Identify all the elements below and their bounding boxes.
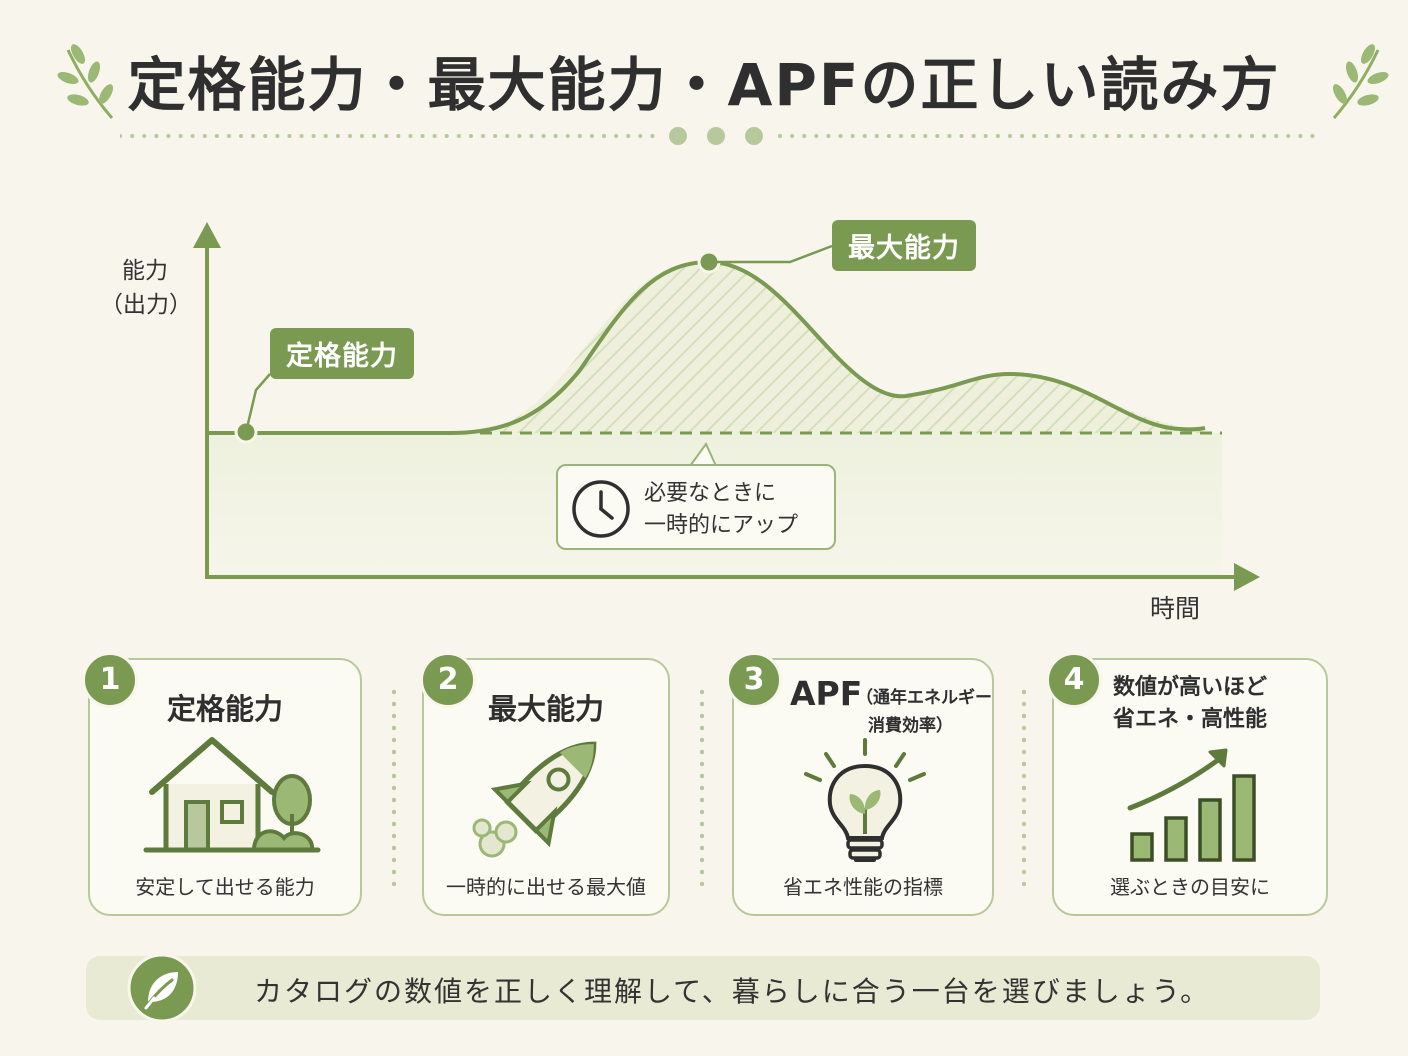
badge-2: 2 <box>420 652 476 708</box>
boost-area <box>480 262 1200 433</box>
apf-sub-line1: （通年エネルギー <box>856 688 992 708</box>
note-line1: 必要なときに <box>644 481 777 506</box>
clock-icon <box>572 480 630 538</box>
card-description: 選ぶときの目安に <box>1110 875 1270 899</box>
y-axis-arrow <box>193 222 221 248</box>
title-divider <box>120 127 1320 145</box>
card-title: 定格能力 <box>166 692 283 726</box>
card-title-apf: APF <box>790 674 863 713</box>
card-description: 一時的に出せる最大値 <box>446 875 646 899</box>
dotted-separator <box>392 686 396 886</box>
temporary-boost-note: 必要なときに 一時的にアップ <box>556 464 836 550</box>
card-description: 省エネ性能の指標 <box>783 875 943 899</box>
badge-1: 1 <box>82 652 138 708</box>
badge-3: 3 <box>726 652 782 708</box>
leaf-branch-left-icon <box>57 44 114 119</box>
footer-banner: カタログの数値を正しく理解して、暮らしに合う一台を選びましょう。 <box>86 953 1320 1023</box>
card-title: 最大能力 <box>487 692 604 726</box>
callout-max-capacity: 最大能力 <box>832 220 976 271</box>
badge-4: 4 <box>1046 652 1102 708</box>
card-max-capacity: 最大能力 一時的に出せる最大値 <box>422 658 670 916</box>
card-title: 数値が高いほど 省エネ・高性能 <box>1054 672 1326 736</box>
card-higher-better: 数値が高いほど 省エネ・高性能 選ぶときの目安に <box>1052 658 1328 916</box>
capacity-curve <box>207 259 1206 435</box>
dotted-separator <box>700 686 704 886</box>
footer-text: カタログの数値を正しく理解して、暮らしに合う一台を選びましょう。 <box>254 975 1211 1008</box>
rocket-icon <box>472 741 597 858</box>
card-rated-capacity: 定格能力 安定して出せる能力 <box>88 658 362 916</box>
page-title: 定格能力・最大能力・APFの正しい読み方 <box>127 51 1281 119</box>
lightbulb-icon <box>804 738 926 862</box>
y-axis-label: 能力 （出力） <box>100 254 192 322</box>
leaf-branch-right-icon <box>1332 44 1389 119</box>
card-description: 安定して出せる能力 <box>135 875 315 899</box>
leaf-icon <box>127 953 197 1023</box>
bar-chart-icon <box>1127 748 1256 862</box>
y-axis-label-line2: （出力） <box>100 292 192 318</box>
x-axis-label: 時間 <box>1149 594 1200 623</box>
dotted-separator <box>1022 686 1026 886</box>
apf-sub-line2: 消費効率） <box>868 716 953 736</box>
card-apf: APF （通年エネルギー 消費効率） 省エネ性能の指標 <box>732 658 994 916</box>
x-axis-arrow <box>1234 563 1260 591</box>
card4-title-line2: 省エネ・高性能 <box>1112 707 1267 732</box>
callout-rated-capacity: 定格能力 <box>270 328 414 379</box>
capacity-diagram <box>193 222 1260 591</box>
note-text: 必要なときに 一時的にアップ <box>644 478 798 542</box>
card4-title-line1: 数値が高いほど <box>1112 675 1267 700</box>
y-axis-label-line1: 能力 <box>122 258 168 284</box>
note-line2: 一時的にアップ <box>644 513 799 538</box>
card-title-apf-sub: （通年エネルギー 消費効率） <box>856 684 992 740</box>
house-icon <box>143 737 321 853</box>
